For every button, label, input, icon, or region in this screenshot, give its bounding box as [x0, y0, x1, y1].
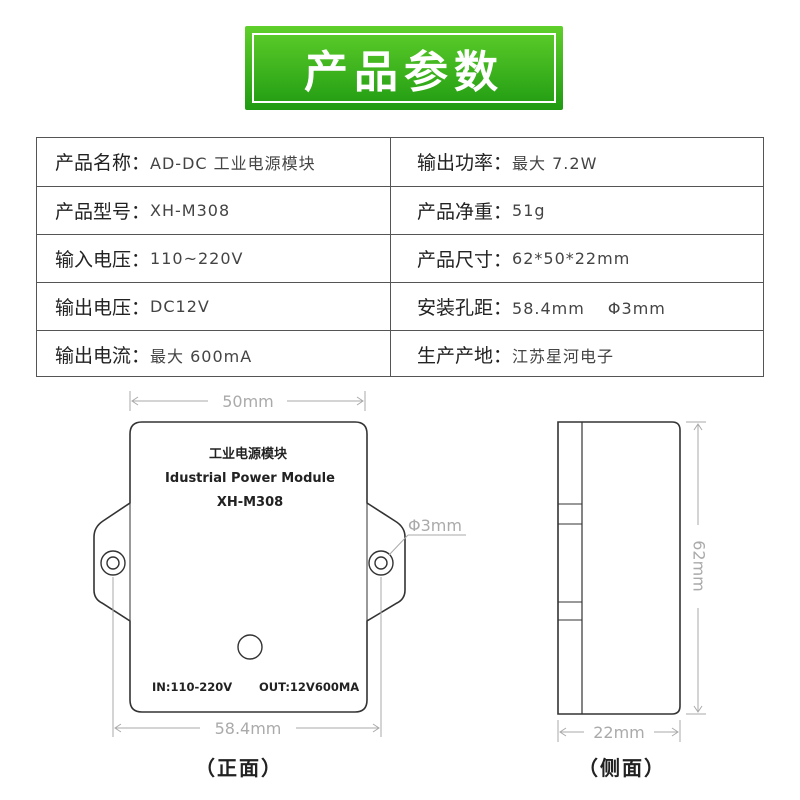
spec-label: 安装孔距 — [417, 297, 494, 319]
led-indicator — [237, 634, 263, 660]
spec-separator: ： — [131, 152, 151, 174]
mounting-hole-right — [368, 550, 394, 576]
spec-label: 产品型号 — [55, 201, 132, 223]
spec-separator: ： — [131, 201, 151, 223]
spec-value: 51g — [512, 201, 546, 220]
spec-separator: ： — [493, 201, 513, 223]
hole-spacing-label: 58.4mm — [215, 719, 282, 738]
module-body-outline — [93, 421, 406, 713]
hole-spacing-dimension — [112, 577, 382, 737]
spec-cell: 安装孔距：58.4mm Φ3mm — [417, 283, 747, 330]
spec-separator: ： — [131, 297, 151, 319]
spec-value: 江苏星河电子 — [512, 346, 615, 366]
front-view-diagram: 50mm Φ3mm 工业电源模块 Idustrial Power Module … — [93, 391, 466, 738]
side-view-diagram: 62mm 22mm — [557, 421, 709, 742]
height-dimension — [686, 421, 706, 715]
spec-separator: ： — [493, 249, 513, 271]
label-en: Idustrial Power Module — [165, 471, 335, 486]
spec-row: 输出电流：最大 600mA 生产产地：江苏星河电子 — [37, 330, 763, 378]
spec-cell: 输出电流：最大 600mA — [55, 331, 385, 378]
spec-table: 产品名称：AD-DC 工业电源模块 输出功率：最大 7.2W 产品型号：XH-M… — [36, 137, 764, 377]
width-dimension — [129, 391, 366, 411]
spec-label: 产品尺寸 — [417, 249, 494, 271]
spec-value: 110~220V — [150, 249, 244, 268]
spec-row: 产品型号：XH-M308 产品净重：51g — [37, 186, 763, 234]
spec-label: 输出电流 — [55, 345, 132, 367]
spec-cell: 产品名称：AD-DC 工业电源模块 — [55, 138, 385, 185]
spec-row: 产品名称：AD-DC 工业电源模块 输出功率：最大 7.2W — [37, 138, 763, 186]
spec-cell: 输入电压：110~220V — [55, 235, 385, 282]
title-banner-frame: 产品参数 — [252, 33, 556, 103]
spec-label: 输入电压 — [55, 249, 132, 271]
spec-label: 产品名称 — [55, 152, 132, 174]
title-banner: 产品参数 — [245, 26, 563, 110]
spec-cell: 产品型号：XH-M308 — [55, 187, 385, 234]
spec-label: 产品净重 — [417, 201, 494, 223]
spec-separator: ： — [493, 345, 513, 367]
spec-separator: ： — [131, 345, 151, 367]
spec-cell: 输出电压：DC12V — [55, 283, 385, 330]
spec-row: 输出电压：DC12V 安装孔距：58.4mm Φ3mm — [37, 282, 763, 330]
depth-dimension — [557, 720, 681, 742]
hole-dim-label: Φ3mm — [408, 516, 462, 535]
spec-value: 最大 7.2W — [512, 153, 598, 173]
spec-label: 生产产地 — [417, 345, 494, 367]
spec-value: AD-DC 工业电源模块 — [150, 153, 316, 173]
front-view-caption: （正面） — [195, 756, 283, 780]
label-input: IN:110-220V — [152, 680, 232, 694]
height-dim-label: 62mm — [690, 540, 709, 592]
spec-separator: ： — [493, 152, 513, 174]
mounting-hole-left — [100, 550, 126, 576]
side-view-caption: （侧面） — [578, 756, 666, 780]
page-title: 产品参数 — [304, 47, 504, 98]
spec-separator: ： — [131, 249, 151, 271]
spec-value: DC12V — [150, 297, 210, 316]
spec-cell: 产品尺寸：62*50*22mm — [417, 235, 747, 282]
label-model: XH-M308 — [217, 495, 283, 510]
spec-value: 62*50*22mm — [512, 249, 631, 268]
depth-dim-label: 22mm — [593, 723, 645, 742]
column-divider — [390, 138, 391, 376]
spec-label: 输出功率 — [417, 152, 494, 174]
spec-cell: 输出功率：最大 7.2W — [417, 138, 747, 185]
spec-label: 输出电压 — [55, 297, 132, 319]
width-dim-label: 50mm — [222, 392, 274, 411]
spec-value: 58.4mm Φ3mm — [512, 298, 666, 318]
spec-value: XH-M308 — [150, 201, 231, 220]
side-body-outline — [557, 421, 681, 715]
spec-cell: 产品净重：51g — [417, 187, 747, 234]
label-cn: 工业电源模块 — [209, 446, 288, 462]
spec-value: 最大 600mA — [150, 346, 253, 366]
hole-callout — [388, 534, 466, 556]
spec-row: 输入电压：110~220V 产品尺寸：62*50*22mm — [37, 234, 763, 282]
spec-separator: ： — [493, 297, 513, 319]
label-output: OUT:12V600MA — [259, 680, 359, 694]
spec-cell: 生产产地：江苏星河电子 — [417, 331, 747, 378]
